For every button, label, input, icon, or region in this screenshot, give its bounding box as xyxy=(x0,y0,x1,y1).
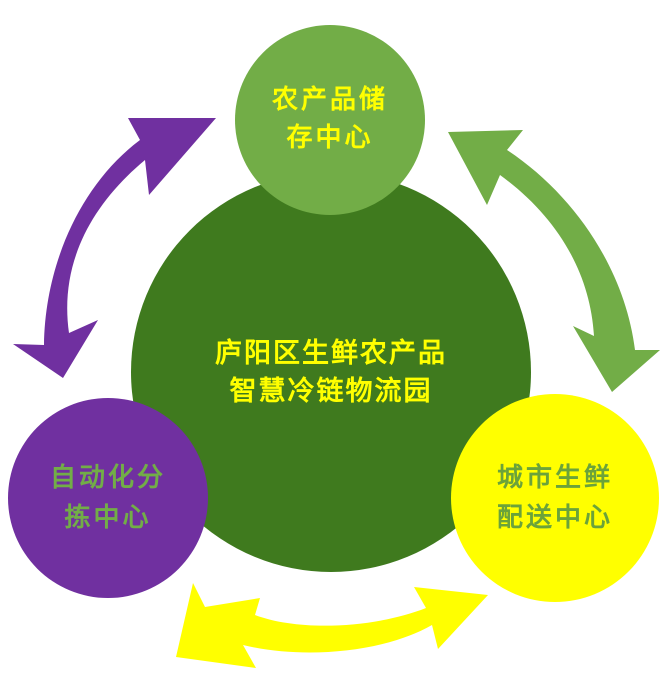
center-label-line1: 庐阳区生鲜农产品 xyxy=(215,337,447,369)
center-label-line2: 智慧冷链物流园 xyxy=(230,375,433,407)
distribution-node-label-line1: 城市生鲜 xyxy=(497,462,613,493)
storage-center-node xyxy=(235,25,425,215)
arrow-storage-distribution xyxy=(448,130,660,392)
storage-node-label-line1: 农产品储 xyxy=(271,84,388,115)
distribution-node-label-line2: 配送中心 xyxy=(497,503,613,533)
arrow-sorting-storage xyxy=(13,118,216,378)
sorting-node-label-line1: 自动化分 xyxy=(50,462,166,493)
arrow-distribution-sorting xyxy=(176,583,488,668)
sorting-center-node xyxy=(8,398,208,598)
center-circle xyxy=(131,172,531,572)
storage-node-label-line2: 存中心 xyxy=(286,123,373,153)
sorting-node-label-line2: 拣中心 xyxy=(64,502,151,533)
distribution-center-node xyxy=(451,394,659,602)
